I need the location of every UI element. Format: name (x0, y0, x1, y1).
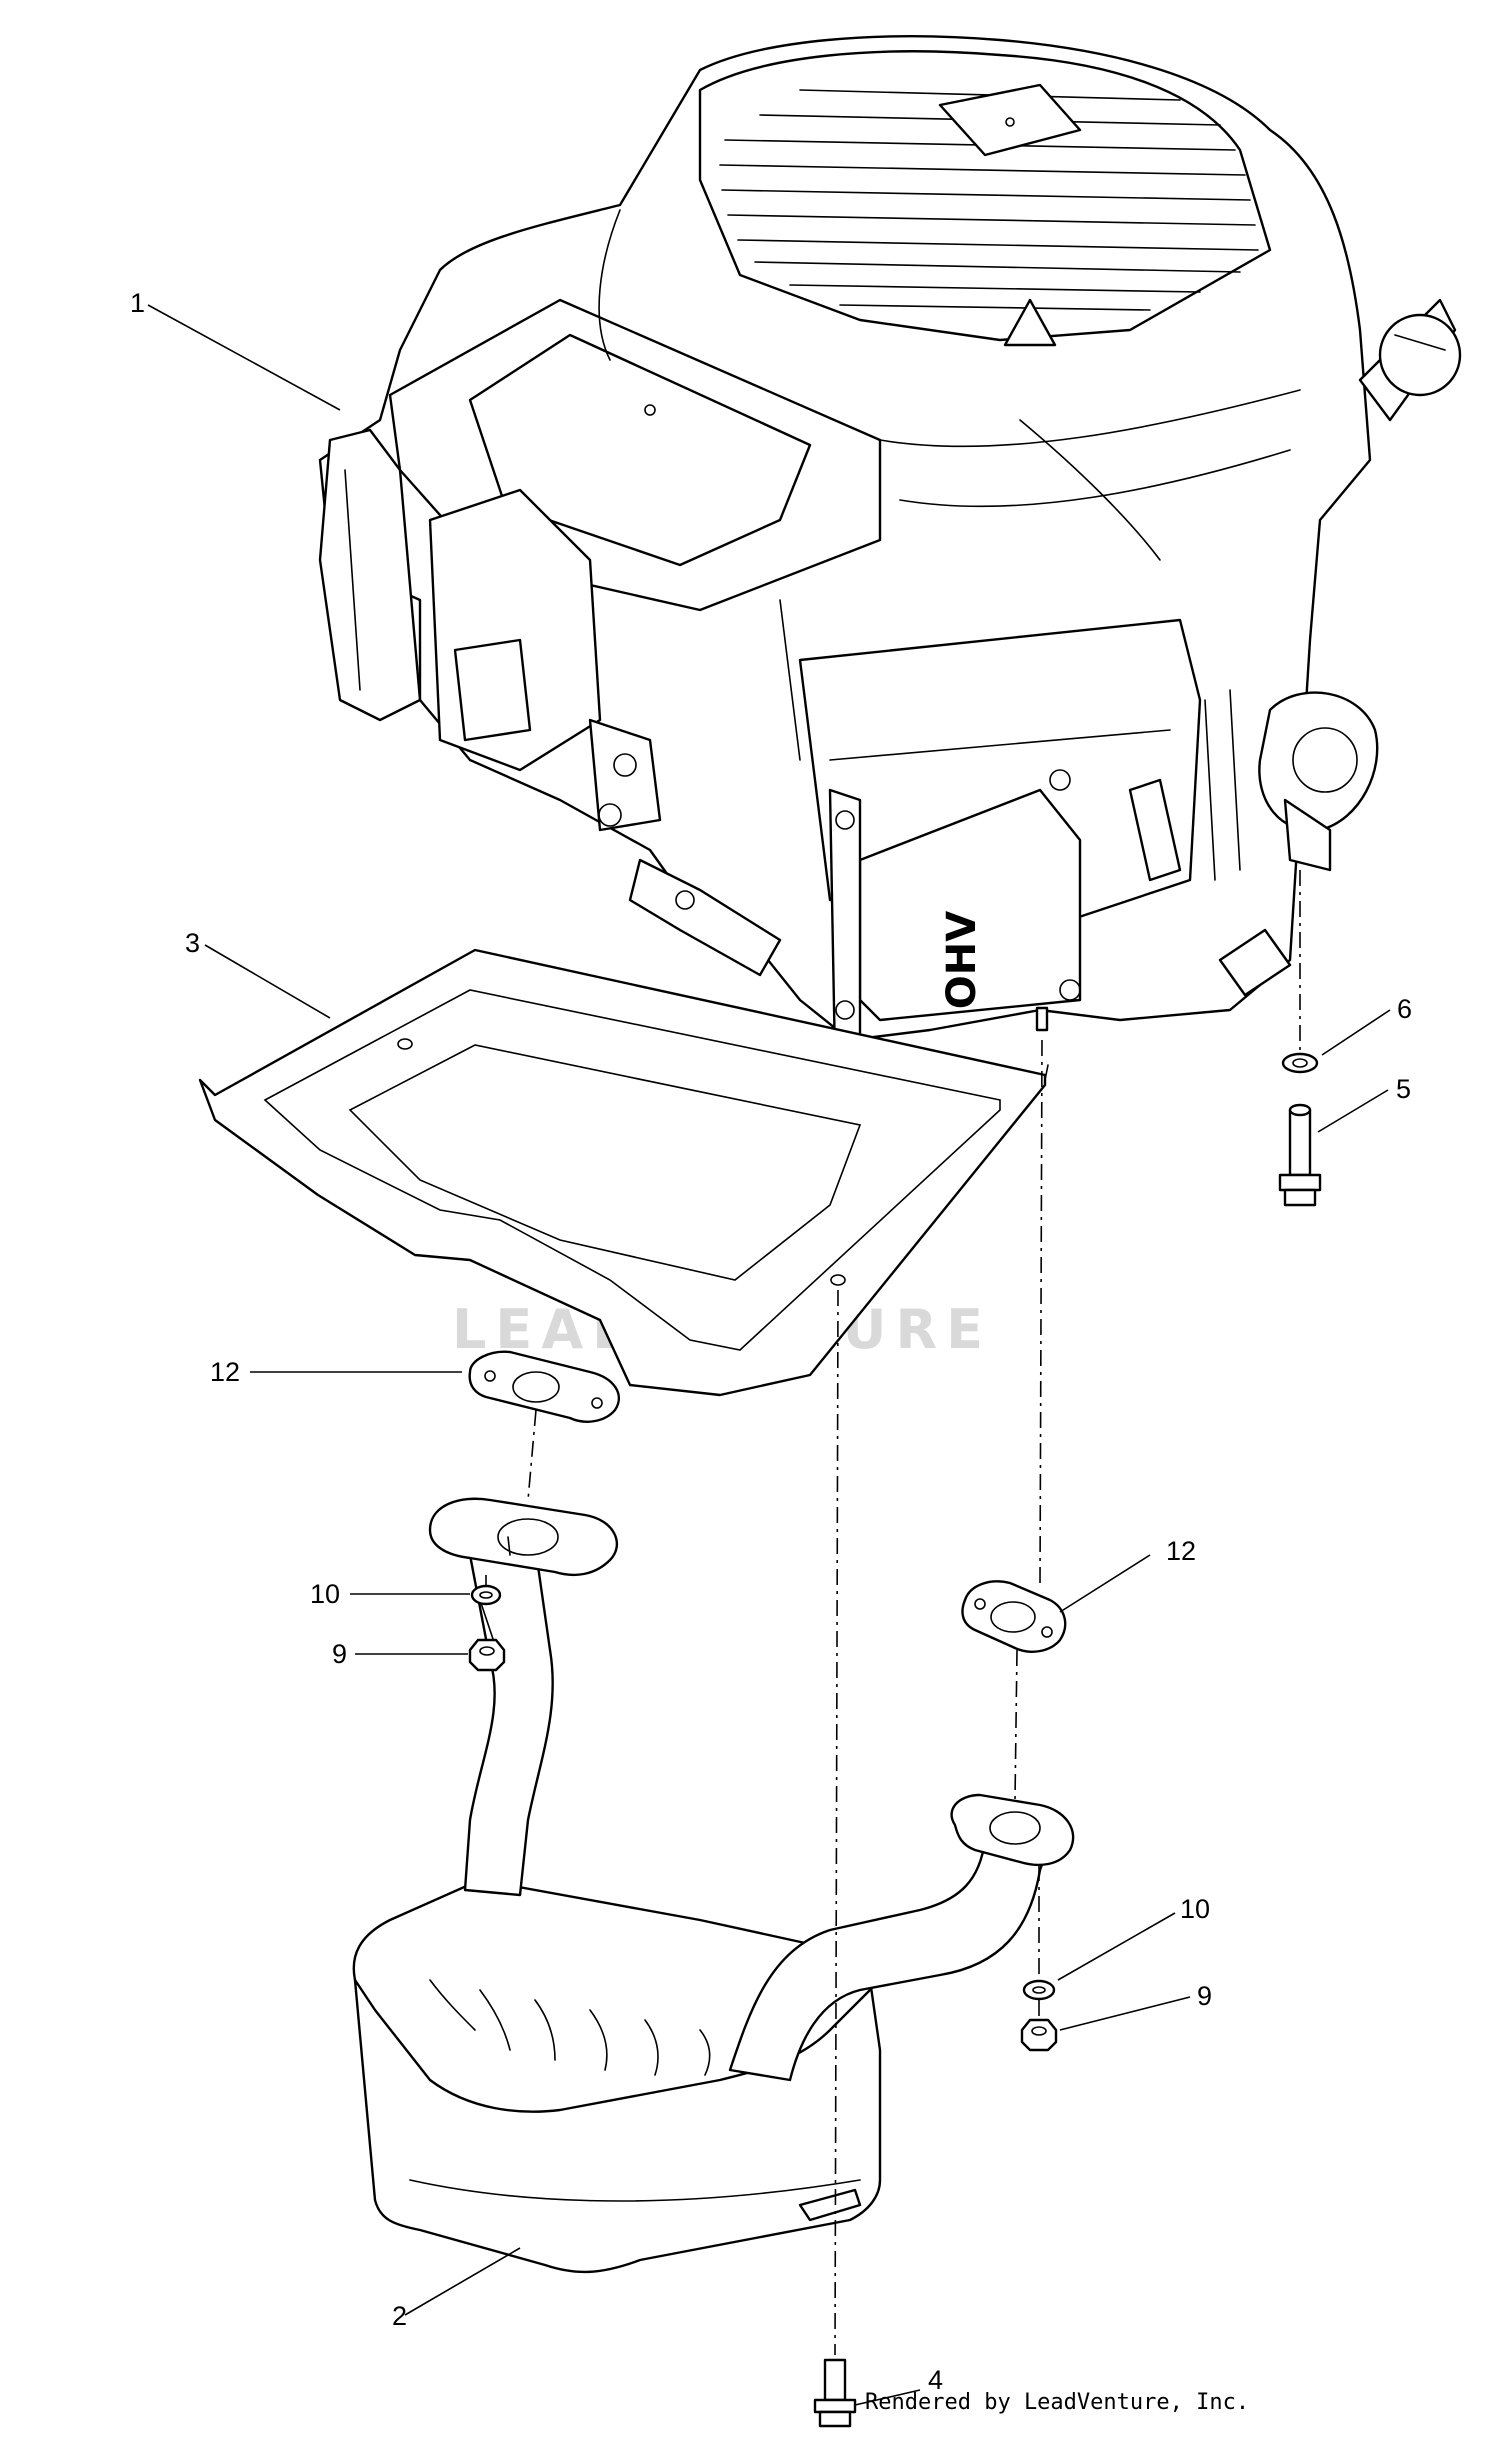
callout-bottom-bolt: 4 (928, 2365, 943, 2395)
callout-right-nut: 9 (1197, 1981, 1212, 2011)
callout-right-lock-washer: 10 (1180, 1894, 1210, 1924)
callout-left-nut: 9 (332, 1639, 347, 1669)
callout-right-bolt: 5 (1396, 1074, 1411, 1104)
right-mounting-bolt (1278, 1103, 1322, 1207)
alignment-centerlines (485, 870, 1301, 2356)
bottom-mounting-bolt (813, 2358, 857, 2428)
left-exhaust-gasket (468, 1350, 621, 1423)
left-lock-washer (470, 1584, 502, 1606)
muffler (352, 1497, 1075, 2274)
callout-right-gasket: 12 (1166, 1536, 1196, 1566)
right-flat-washer (1281, 1052, 1319, 1074)
render-credit: Rendered by LeadVenture, Inc. (865, 2390, 1249, 2415)
callout-muffler: 2 (392, 2301, 407, 2331)
engine-assembly: OHV (318, 35, 1462, 1072)
heat-shield (198, 948, 1049, 1397)
left-hex-nut (468, 1638, 506, 1672)
callout-engine: 1 (130, 288, 145, 318)
right-lock-washer (1022, 1979, 1056, 2001)
callout-left-gasket: 12 (210, 1357, 240, 1387)
right-hex-nut (1020, 2018, 1058, 2052)
leader-lines (147, 304, 1391, 2406)
callout-labels: 1 2 3 4 5 6 9 9 10 10 12 12 (130, 288, 1412, 2395)
callout-left-lock-washer: 10 (310, 1579, 340, 1609)
blower-grille-slots (719, 89, 1259, 311)
right-exhaust-gasket (961, 1580, 1067, 1653)
callout-heat-shield: 3 (185, 928, 200, 958)
ohv-badge: OHV (939, 911, 985, 1009)
callout-right-washer: 6 (1397, 994, 1412, 1024)
